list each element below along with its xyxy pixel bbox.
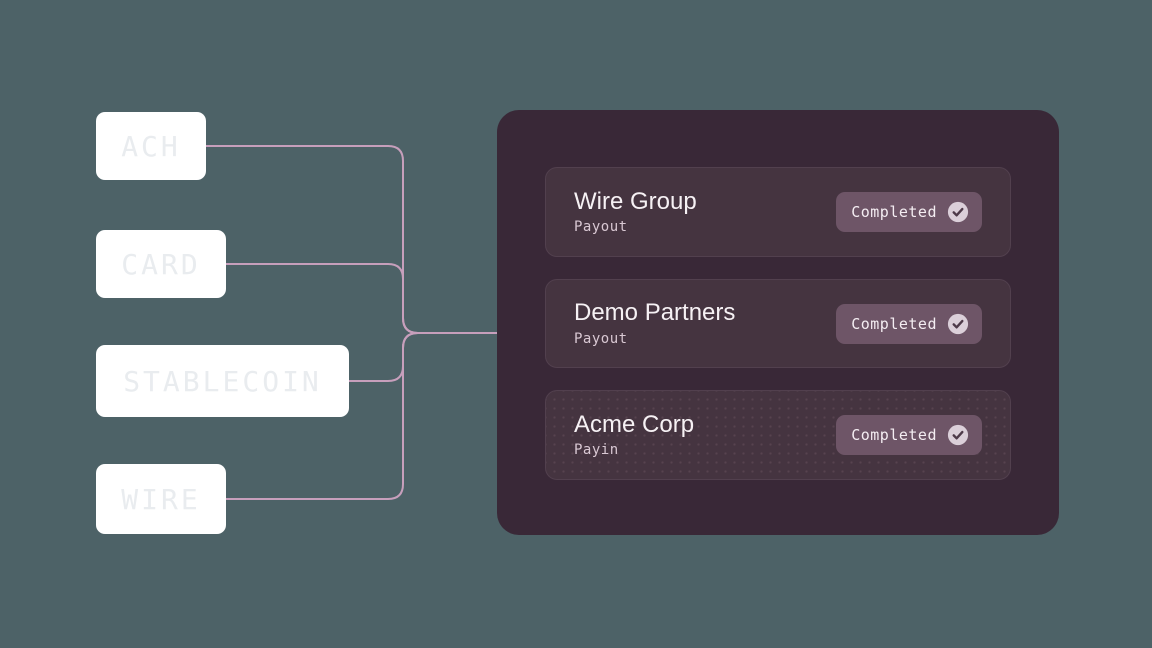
status-label: Completed: [851, 426, 937, 445]
rail-node-ach: ACH: [96, 112, 206, 180]
transaction-card: Wire Group Payout Completed: [545, 167, 1011, 257]
connector-wire: [226, 332, 497, 500]
rail-node-wire: WIRE: [96, 464, 226, 534]
transaction-info: Demo Partners Payout: [574, 299, 736, 347]
rail-label: STABLECOIN: [123, 364, 322, 398]
transaction-name: Wire Group: [574, 187, 697, 215]
transaction-card: Acme Corp Payin Completed: [545, 390, 1011, 481]
status-label: Completed: [851, 202, 937, 221]
check-circle-icon: [947, 201, 969, 223]
rail-node-stablecoin: STABLECOIN: [96, 345, 349, 417]
transaction-name: Demo Partners: [574, 299, 736, 327]
transaction-type: Payin: [574, 442, 619, 459]
rail-label: CARD: [121, 247, 201, 281]
transactions-panel: Wire Group Payout Completed Demo Partner…: [497, 110, 1059, 535]
rail-label: ACH: [121, 129, 181, 163]
connector-ach: [206, 145, 497, 334]
transaction-info: Wire Group Payout: [574, 187, 697, 236]
transaction-info: Acme Corp Payin: [574, 410, 695, 459]
rail-node-card: CARD: [96, 230, 226, 298]
transaction-name: Acme Corp: [574, 410, 695, 438]
status-badge: Completed: [836, 303, 982, 344]
rail-label: WIRE: [121, 482, 201, 516]
check-circle-icon: [947, 424, 969, 446]
transaction-type: Payout: [574, 219, 628, 236]
status-label: Completed: [851, 314, 937, 333]
transaction-card: Demo Partners Payout Completed: [545, 278, 1011, 369]
connector-stablecoin: [349, 332, 497, 382]
connector-card: [226, 263, 497, 334]
status-badge: Completed: [836, 415, 982, 456]
check-circle-icon: [947, 313, 969, 335]
status-badge: Completed: [836, 191, 982, 232]
transaction-type: Payout: [574, 330, 628, 347]
